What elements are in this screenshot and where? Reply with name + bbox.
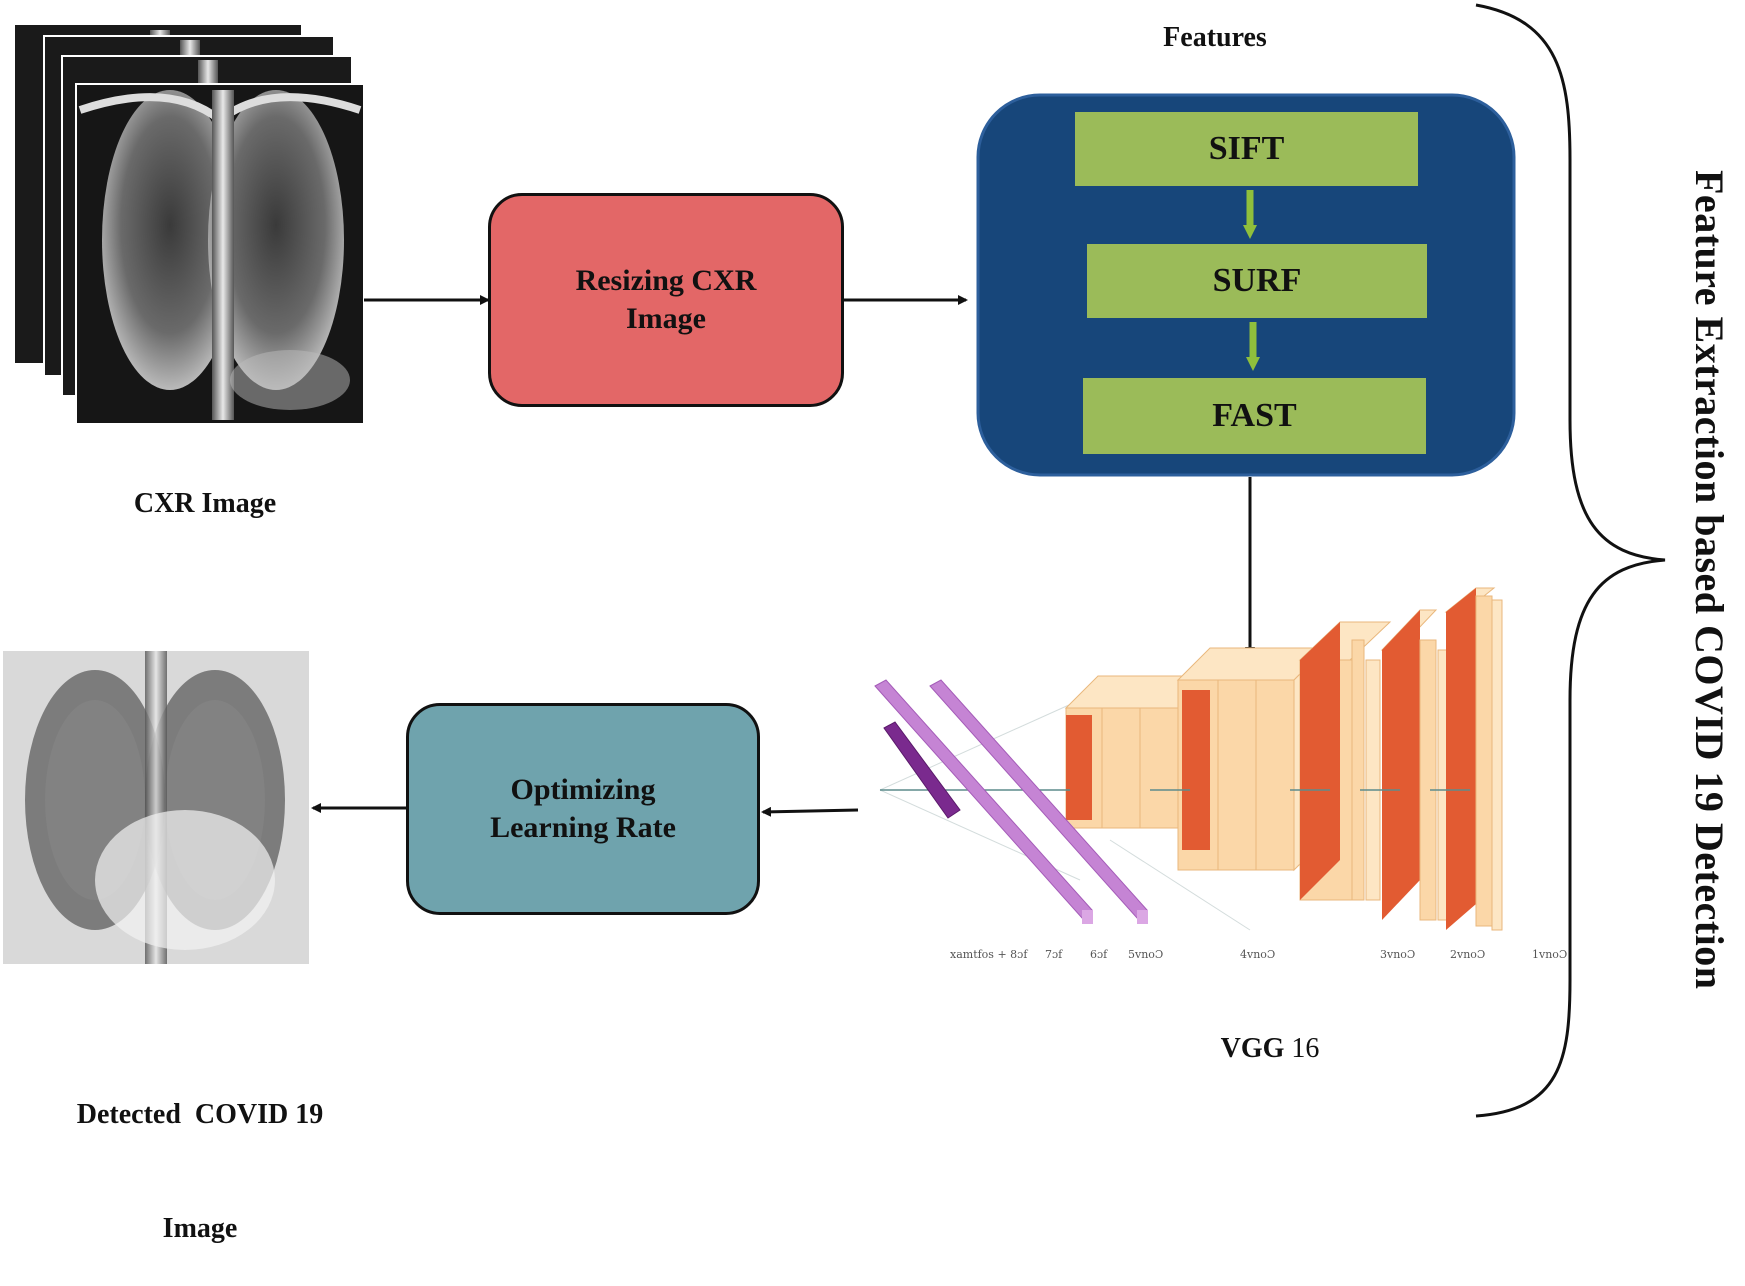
brace-label: Feature Extraction based COVID 19 Detect…	[1687, 170, 1732, 990]
input-xray-stack	[13, 23, 365, 425]
vgg-caption: VGG 16	[1195, 1033, 1345, 1065]
svg-text:5vnoƆ: 5vnoƆ	[1128, 948, 1163, 961]
curly-brace	[1475, 3, 1666, 1118]
svg-text:1vnoƆ: 1vnoƆ	[1532, 948, 1567, 961]
arrow-vgg-to-optimize	[761, 806, 859, 817]
optimize-box: Optimizing Learning Rate	[406, 703, 760, 915]
output-caption-line2: Image	[162, 1213, 238, 1244]
vgg-conv-block-1	[1444, 587, 1503, 931]
resize-label-line2: Image	[626, 302, 706, 335]
output-caption: Detected COVID 19 Image	[30, 1020, 370, 1286]
vgg16-architecture: xamtfos + 8ɔf 7ɔf 6ɔf 5vnoƆ 4vnoƆ 3vnoƆ …	[874, 587, 1567, 961]
vgg-layer-labels: xamtfos + 8ɔf 7ɔf 6ɔf 5vnoƆ 4vnoƆ 3vnoƆ …	[950, 948, 1567, 961]
svg-text:7ɔf: 7ɔf	[1045, 948, 1063, 961]
input-caption: CXR Image	[133, 488, 277, 519]
feature-step-sift: SIFT	[1075, 112, 1418, 186]
feature-step-arrows	[1243, 190, 1260, 371]
svg-text:3vnoƆ: 3vnoƆ	[1380, 948, 1415, 961]
vgg-caption-rest: 16	[1284, 1033, 1320, 1064]
feature-step-fast: FAST	[1083, 378, 1426, 454]
svg-text:6ɔf: 6ɔf	[1090, 948, 1108, 961]
svg-text:4vnoƆ: 4vnoƆ	[1240, 948, 1275, 961]
optimize-label-line2: Learning Rate	[490, 811, 676, 844]
svg-text:2vnoƆ: 2vnoƆ	[1450, 948, 1485, 961]
output-caption-line1: Detected COVID 19	[76, 1099, 324, 1130]
vgg-fc-layers	[874, 679, 1148, 924]
optimize-label-line1: Optimizing	[510, 773, 656, 806]
output-xray	[3, 651, 309, 964]
resize-label-line1: Resizing CXR	[575, 264, 757, 297]
vgg-caption-bold: VGG	[1220, 1033, 1285, 1064]
svg-text:xamtfos + 8ɔf: xamtfos + 8ɔf	[950, 948, 1028, 961]
feature-step-surf: SURF	[1087, 244, 1427, 318]
vgg-conv-block-2	[1380, 609, 1453, 921]
vgg-conv-block-3	[1298, 621, 1392, 901]
xray-image-4	[75, 83, 365, 425]
resize-box: Resizing CXR Image	[488, 193, 844, 407]
diagram-canvas: xamtfos + 8ɔf 7ɔf 6ɔf 5vnoƆ 4vnoƆ 3vnoƆ …	[3, 3, 1666, 1118]
features-title: Features	[1163, 22, 1267, 53]
connector-arrows	[311, 295, 1255, 817]
vgg-conv-block-5	[1064, 675, 1212, 829]
